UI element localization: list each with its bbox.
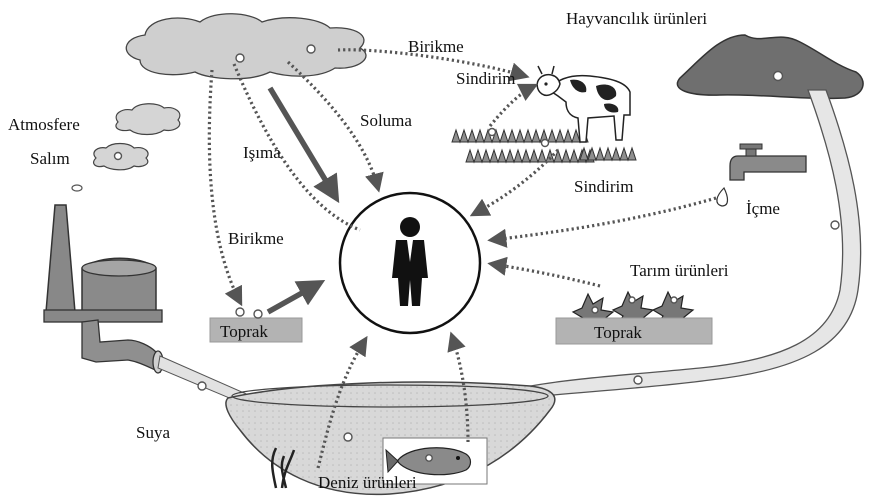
river-stream <box>520 90 861 398</box>
label-atmosfere: Atmosfere <box>8 115 80 134</box>
label-hayvancilik: Hayvancılık ürünleri <box>566 9 707 28</box>
label-suya: Suya <box>136 423 170 442</box>
label-sindirim-top: Sindirim <box>456 69 516 88</box>
mountain-icon <box>677 35 863 98</box>
cloud-tiny-icon <box>94 144 149 170</box>
label-birikme-left: Birikme <box>228 229 284 248</box>
cloud-top-icon <box>126 14 366 79</box>
cow-icon <box>537 66 630 142</box>
label-tarim: Tarım ürünleri <box>630 261 729 280</box>
label-isima: Işıma <box>243 143 281 162</box>
faucet-icon <box>717 144 806 206</box>
label-birikme-top: Birikme <box>408 37 464 56</box>
label-toprak-left: Toprak <box>220 322 268 341</box>
label-deniz: Deniz ürünleri <box>318 473 417 492</box>
label-salim: Salım <box>30 149 70 168</box>
label-toprak-right: Toprak <box>594 323 642 342</box>
label-soluma: Soluma <box>360 111 412 130</box>
label-sindirim-mid: Sindirim <box>574 177 634 196</box>
cloud-small-icon <box>116 104 180 135</box>
factory-icon <box>44 185 162 322</box>
label-icme: İçme <box>746 199 780 218</box>
